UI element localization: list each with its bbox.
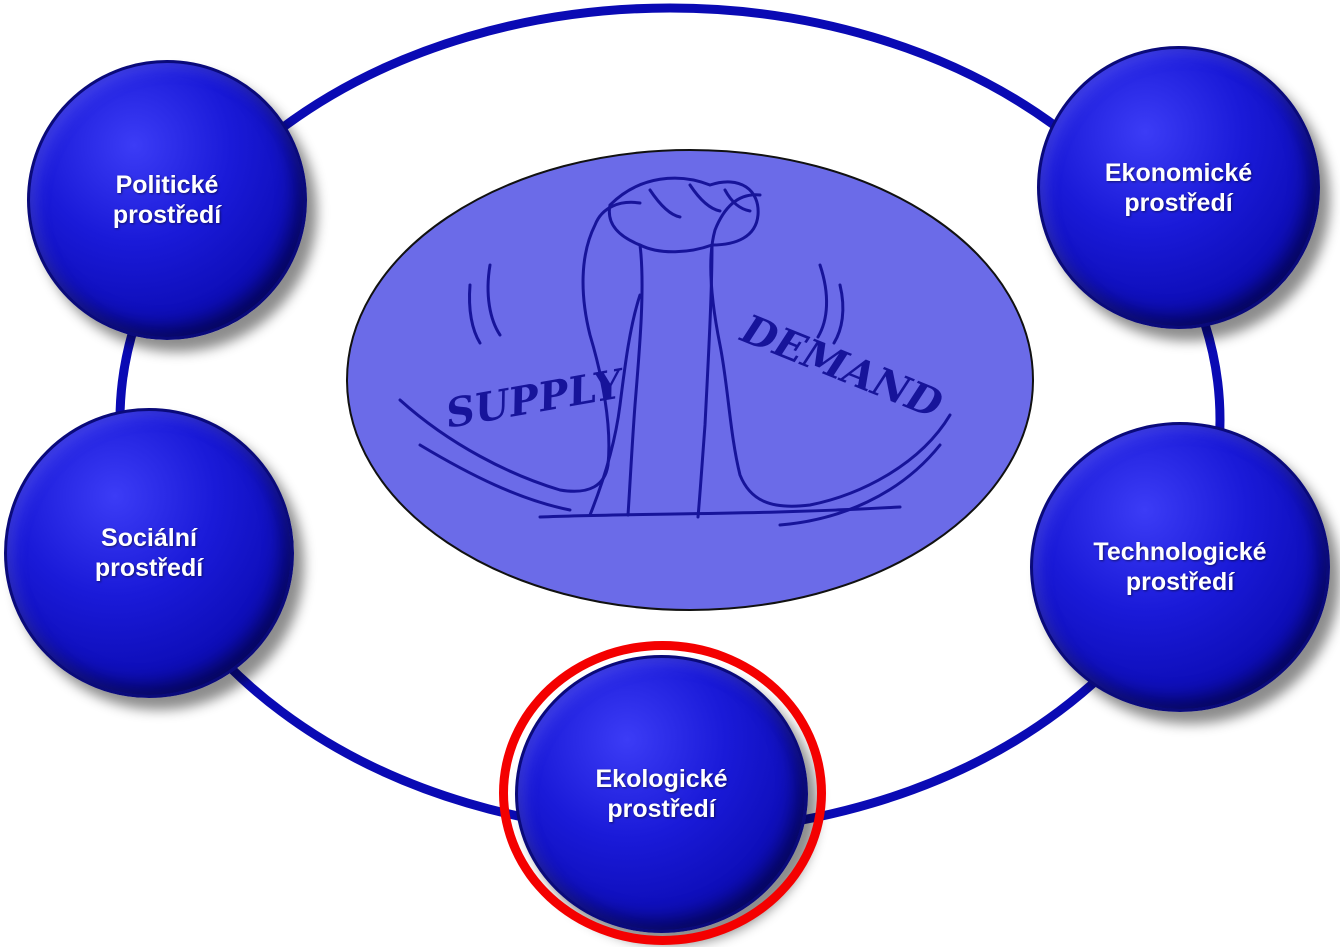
node-label: Ekonomické prostředí — [1104, 158, 1253, 217]
supply-demand-illustration: SUPPLY DEMAND — [346, 149, 1034, 611]
node-label: Sociální prostředí — [94, 524, 204, 582]
arm-wrestling-hands-icon — [398, 176, 952, 527]
node-politicke: Politické prostředí — [27, 60, 307, 340]
node-technologicke: Technologické prostředí — [1030, 422, 1330, 712]
node-socialni: Sociální prostředí — [4, 408, 294, 698]
node-label: Politické prostředí — [112, 171, 222, 229]
highlight-ring — [499, 641, 826, 945]
node-ekonomicke: Ekonomické prostředí — [1037, 46, 1320, 329]
node-label: Technologické prostředí — [1093, 538, 1267, 596]
